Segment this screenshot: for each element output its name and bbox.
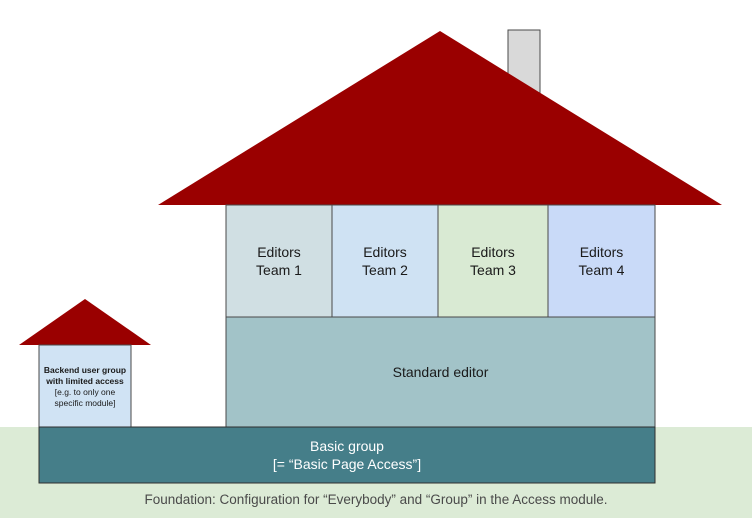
team-1-label: Editors Team 1	[226, 205, 332, 317]
team-4-label: Editors Team 4	[548, 205, 655, 317]
team-2-box	[331, 204, 439, 318]
small-house-roof	[19, 299, 151, 345]
team-2-line1: Editors	[363, 244, 407, 260]
foundation-text: Foundation: Configuration for “Everybody…	[144, 491, 608, 507]
team-3-box	[437, 204, 549, 318]
team-4-box	[547, 204, 656, 318]
team-2-label: Editors Team 2	[332, 205, 438, 317]
backend-user-group-title: Backend user group with limited access	[43, 365, 127, 386]
team-1-line2: Team 1	[256, 262, 302, 278]
team-2-line2: Team 2	[362, 262, 408, 278]
basic-group-line1: Basic group	[310, 438, 384, 454]
team-1-line1: Editors	[257, 244, 301, 260]
foundation-caption: Foundation: Configuration for “Everybody…	[0, 486, 752, 512]
basic-group-label: Basic group [= “Basic Page Access”]	[39, 427, 655, 483]
standard-editor-text: Standard editor	[392, 364, 489, 380]
team-4-line2: Team 4	[578, 262, 625, 278]
team-3-line2: Team 3	[470, 262, 516, 278]
basic-group-line2: [= “Basic Page Access”]	[272, 456, 422, 472]
team-3-line1: Editors	[471, 244, 515, 260]
standard-editor-label: Standard editor	[226, 317, 655, 427]
main-roof	[158, 31, 722, 205]
team-1-box	[225, 204, 333, 318]
backend-user-group-note: [e.g. to only one specific module]	[54, 387, 116, 408]
team-4-line1: Editors	[579, 244, 624, 260]
backend-user-group-label: Backend user group with limited access […	[41, 350, 129, 424]
standard-editor-box	[225, 316, 656, 428]
basic-group-box	[38, 426, 656, 484]
team-3-label: Editors Team 3	[438, 205, 548, 317]
